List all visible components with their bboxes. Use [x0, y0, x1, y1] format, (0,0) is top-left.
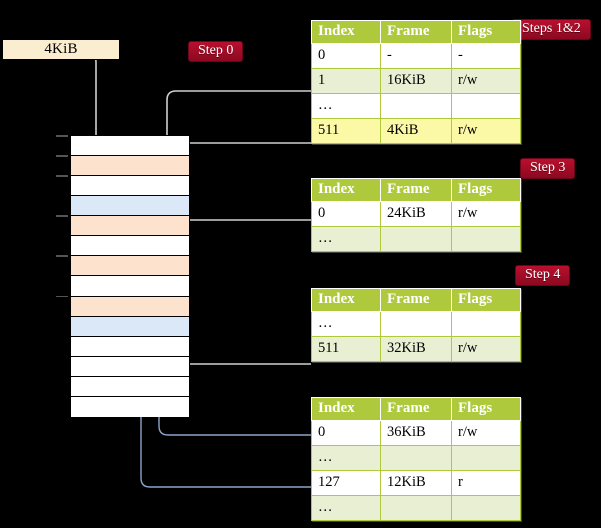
memory-frame-row	[71, 276, 189, 297]
cell-index: …	[311, 311, 381, 337]
cell-frame	[380, 311, 452, 337]
memory-tick	[56, 135, 68, 137]
cell-flags: r	[451, 470, 521, 496]
cell-index: …	[311, 226, 381, 252]
cell-frame	[380, 445, 452, 471]
cell-frame: 4KiB	[380, 118, 452, 144]
cell-frame	[380, 226, 452, 252]
cell-index: 0	[311, 43, 381, 69]
cell-flags: -	[451, 43, 521, 69]
memory-frame-row	[71, 376, 189, 397]
table-row: …	[311, 311, 521, 337]
wire-l4-row1-to-memory	[166, 90, 311, 252]
table-row: …	[311, 93, 521, 119]
cell-flags: r/w	[451, 420, 521, 446]
table-row: …	[311, 445, 521, 471]
table-row: …	[311, 226, 521, 252]
badge-steps12: Steps 1&2	[512, 19, 591, 40]
memory-frame-row	[71, 396, 189, 417]
wire-l1-row0-to-memory	[152, 331, 311, 436]
cell-frame	[380, 93, 452, 119]
cell-flags: r/w	[451, 68, 521, 94]
memory-frame-row	[71, 136, 189, 157]
memory-frame-row	[71, 216, 189, 237]
cell-index: 127	[311, 470, 381, 496]
wire-l3-row0-to-memory	[176, 219, 311, 262]
cell-frame	[380, 495, 452, 521]
cell-flags	[451, 495, 521, 521]
cell-frame: 16KiB	[380, 68, 452, 94]
cell-index: 0	[311, 420, 381, 446]
cell-flags	[451, 311, 521, 337]
cell-index: 511	[311, 118, 381, 144]
source-frame-box: 4KiB	[2, 39, 120, 60]
cell-index: 1	[311, 68, 381, 94]
memory-tick	[56, 175, 68, 177]
cell-frame: 32KiB	[380, 336, 452, 362]
memory-tick	[56, 215, 68, 217]
cell-frame: 24KiB	[380, 201, 452, 227]
column-header-index: Index	[311, 20, 381, 44]
memory-frame-row	[71, 316, 189, 337]
source-frame-label: 4KiB	[44, 41, 78, 57]
cell-frame: -	[380, 43, 452, 69]
cell-index: …	[311, 93, 381, 119]
memory-frame-row	[71, 176, 189, 197]
column-header-index: Index	[311, 288, 381, 312]
cell-index: …	[311, 445, 381, 471]
column-header-flags: Flags	[451, 20, 521, 44]
memory-frame-row	[71, 356, 189, 377]
memory-frame-row	[71, 336, 189, 357]
cell-flags: r/w	[451, 201, 521, 227]
memory-tick	[56, 295, 68, 298]
cell-flags	[451, 445, 521, 471]
memory-tick	[56, 255, 68, 257]
wire-l4-row511-to-memory	[176, 142, 311, 156]
memory-frame-row	[71, 236, 189, 257]
cell-flags	[451, 93, 521, 119]
column-header-frame: Frame	[380, 178, 452, 202]
column-header-flags: Flags	[451, 178, 521, 202]
physical-memory-column	[70, 135, 190, 417]
badge-step0: Step 0	[188, 41, 244, 62]
badge-step3: Step 3	[520, 158, 576, 179]
cell-frame: 12KiB	[380, 470, 452, 496]
column-header-flags: Flags	[451, 397, 521, 421]
memory-frame-row	[71, 296, 189, 317]
cell-index: 511	[311, 336, 381, 362]
table-row: 0--	[311, 43, 521, 69]
memory-tick	[56, 155, 68, 157]
wire-l1-row127-to-memory	[134, 211, 311, 488]
cell-frame: 36KiB	[380, 420, 452, 446]
column-header-frame: Frame	[380, 397, 452, 421]
cell-flags: r/w	[451, 336, 521, 362]
wire-l2-row511-to-memory	[170, 302, 311, 365]
column-header-index: Index	[311, 178, 381, 202]
cell-index: …	[311, 495, 381, 521]
memory-frame-row	[71, 196, 189, 217]
badge-step4: Step 4	[515, 265, 571, 286]
memory-frame-row	[71, 156, 189, 177]
cell-flags	[451, 226, 521, 252]
table-row: …	[311, 495, 521, 521]
cell-flags: r/w	[451, 118, 521, 144]
column-header-index: Index	[311, 397, 381, 421]
cell-index: 0	[311, 201, 381, 227]
column-header-flags: Flags	[451, 288, 521, 312]
column-header-frame: Frame	[380, 288, 452, 312]
memory-frame-row	[71, 256, 189, 277]
column-header-frame: Frame	[380, 20, 452, 44]
